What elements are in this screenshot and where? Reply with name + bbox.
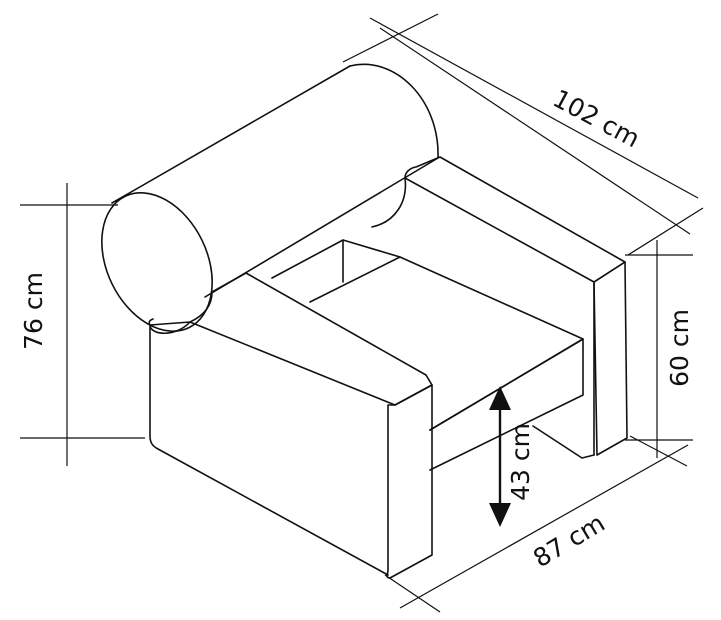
seat-cushion [271,239,584,471]
arrow-down-icon [489,503,511,527]
backrest-end-cap [101,192,213,332]
backrest-far-curve [349,63,439,159]
dim-seat-height [489,386,511,527]
label-depth: 87 cm [528,508,610,573]
seat-front [429,338,584,471]
left-armrest-side [149,321,389,576]
backrest-top-edge [111,65,351,204]
right-armrest [371,156,628,459]
right-armrest-top [404,156,626,283]
dim-width [342,13,704,256]
left-armrest [148,272,433,579]
label-armrest: 60 cm [665,309,694,387]
left-armrest-top [189,272,433,406]
right-armrest-front [593,261,628,456]
arrow-up-icon [489,386,511,410]
backrest-cylinder [101,63,439,332]
label-seat-height: 43 cm [506,423,535,501]
left-armrest-edge [148,318,154,326]
dim-depth [384,435,689,613]
seat-top [309,256,584,431]
left-armrest-front-panel [386,384,433,579]
right-armrest-scoop [371,177,407,228]
dim-height [20,183,145,466]
label-height: 76 cm [19,272,48,350]
right-armrest-bottom [532,425,595,459]
